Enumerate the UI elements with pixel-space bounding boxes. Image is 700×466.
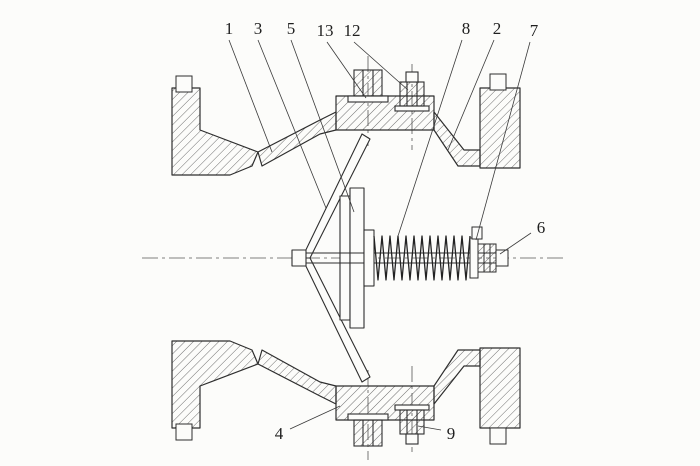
part-label-3: 3 — [254, 19, 263, 38]
body-wall-top-right — [433, 111, 481, 167]
leader-7 — [475, 41, 531, 241]
body-wall-bottom-right — [433, 349, 481, 405]
body-wall-bottom-left — [257, 349, 337, 405]
bottom-bolt-washer — [347, 413, 389, 421]
bottom-nut — [399, 409, 425, 435]
flange-bolt-holes — [175, 73, 507, 445]
adjusting-screw-assembly — [469, 226, 509, 279]
return-spring — [363, 229, 471, 287]
right-flange-bolt-hole-top — [489, 73, 507, 91]
bottom-fasteners — [347, 404, 430, 447]
leader-9 — [417, 425, 442, 431]
right-flange-bolt-hole-bottom — [489, 427, 507, 445]
top-bolt-head — [353, 69, 383, 97]
bottom-bolt-head — [353, 419, 383, 447]
left-flange-top-section — [171, 87, 259, 176]
part-label-13: 13 — [317, 21, 334, 40]
bottom-screw-tip — [405, 433, 419, 445]
top-screw-tip — [405, 71, 419, 83]
top-fasteners — [347, 69, 430, 112]
screw-end — [495, 249, 509, 267]
spring-seat-left — [363, 229, 375, 287]
top-bolt-washer — [347, 95, 389, 103]
leader-2 — [447, 39, 495, 151]
part-label-1: 1 — [225, 19, 234, 38]
leader-3 — [257, 39, 327, 209]
part-label-9: 9 — [447, 424, 456, 443]
part-label-5: 5 — [287, 19, 296, 38]
valve-disc — [291, 133, 371, 383]
leader-13 — [326, 41, 367, 99]
part-label-7: 7 — [530, 21, 539, 40]
leader-4 — [289, 405, 341, 430]
part-label-6: 6 — [537, 218, 546, 237]
lock-tab — [471, 226, 483, 240]
spring-seat-right — [469, 237, 479, 279]
right-flange-top-section — [479, 87, 521, 169]
top-nut-washer — [394, 105, 430, 112]
part-label-4: 4 — [275, 424, 284, 443]
leader-12 — [353, 41, 409, 91]
disc-hub — [291, 249, 307, 267]
leader-lines — [228, 39, 532, 431]
part-label-2: 2 — [493, 19, 502, 38]
right-flange-bottom-section — [479, 347, 521, 429]
left-flange-bolt-hole-top — [175, 75, 193, 93]
left-flange-bottom-section — [171, 340, 259, 429]
callout-labels: 1 3 5 13 12 8 2 7 6 4 9 — [225, 19, 546, 443]
leader-6 — [499, 232, 532, 255]
leader-1 — [228, 39, 273, 153]
leader-5 — [290, 39, 355, 213]
left-flange-bolt-hole-bottom — [175, 423, 193, 441]
body-wall-top-left — [257, 111, 337, 167]
leader-8 — [397, 39, 463, 237]
disc-facing-plate — [339, 195, 351, 321]
part-label-8: 8 — [462, 19, 471, 38]
part-label-12: 12 — [344, 21, 361, 40]
disc-backing-plate — [349, 187, 365, 329]
bottom-nut-washer — [394, 404, 430, 411]
adjusting-nut — [477, 243, 497, 273]
disc-blade-bottom — [301, 257, 371, 383]
bore-lines — [172, 174, 230, 342]
spring-coils — [373, 235, 471, 281]
